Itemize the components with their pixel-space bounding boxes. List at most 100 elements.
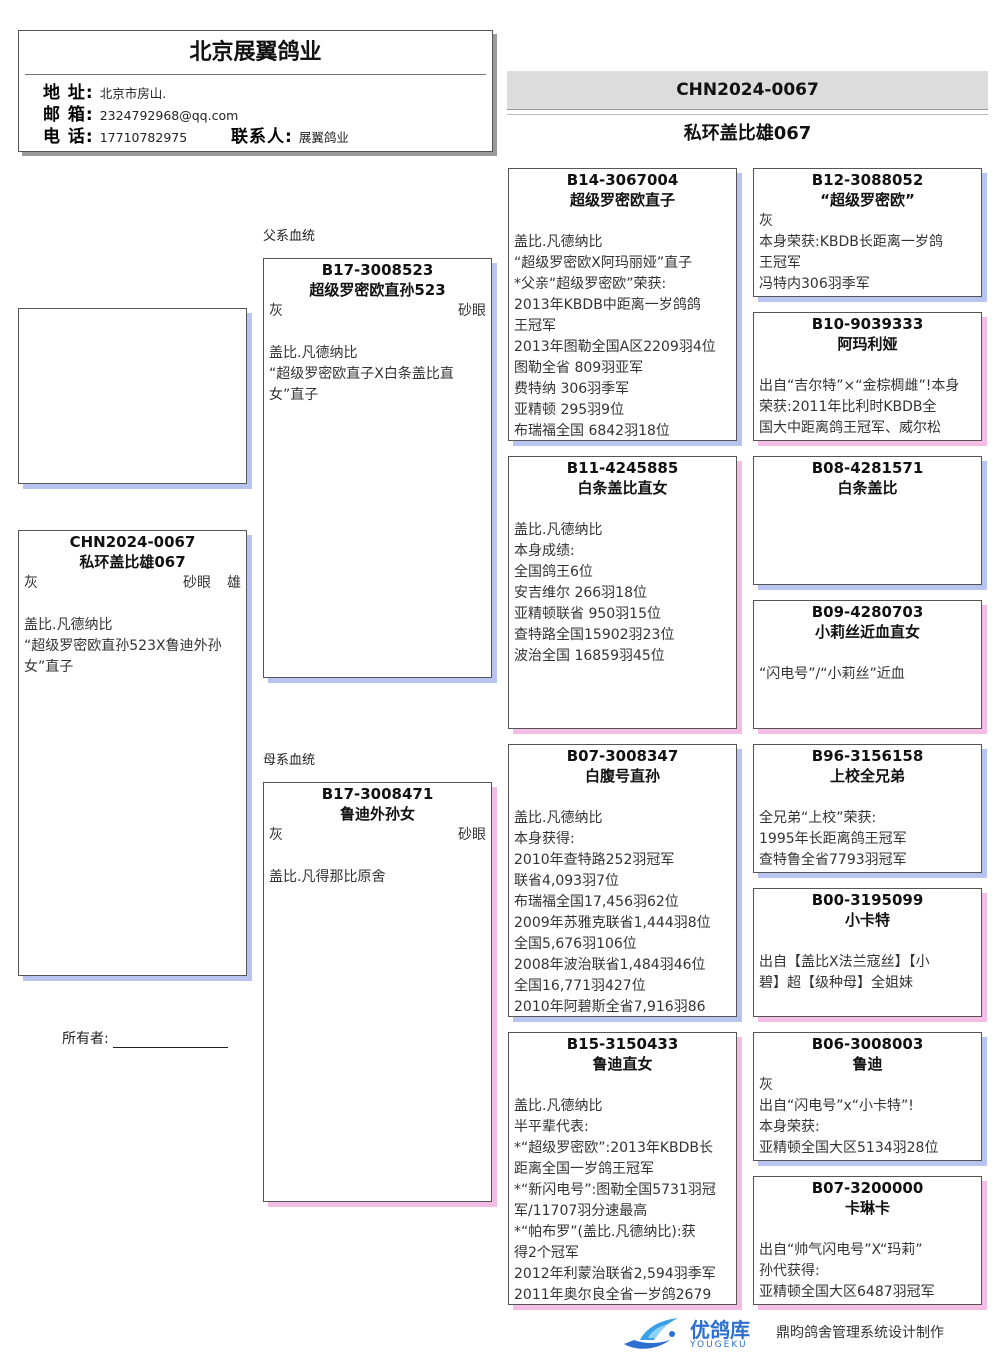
note-line: 全国鸽王6位 xyxy=(514,564,593,580)
note-line: 出自“吉尔特”×“金棕椆雌”!本身 xyxy=(759,378,960,394)
pigeon-notes: 出自【盖比X法兰寇丝】【小碧】超【级种母】全姐妹 xyxy=(754,952,981,994)
note-line: 2010年查特路252羽冠军 xyxy=(514,852,675,868)
phone-label: 电 话: xyxy=(43,127,94,147)
pigeon-ring: CHN2024-0067 xyxy=(69,533,196,551)
ddd-card: B07-3200000 卡琳卡 出自“帅气闪电号”X“玛莉”孙代获得:亚精顿全国… xyxy=(753,1176,982,1305)
note-line: 布瑞福全国17,456羽62位 xyxy=(514,894,679,910)
spacer xyxy=(754,643,981,664)
pigeon-name: 阿玛利娅 xyxy=(837,335,898,353)
title-ring: CHN2024-0067 xyxy=(507,71,988,110)
note-line: 盖比.凡德纳比 xyxy=(514,234,603,250)
note-line: 本身荣获: xyxy=(759,1119,820,1135)
address-value: 北京市房山. xyxy=(99,86,167,101)
dss-card: B96-3156158 上校全兄弟 全兄弟“上校”荣获:1995年长距离鸽王冠军… xyxy=(753,744,982,873)
email-value: 2324792968@qq.com xyxy=(99,108,239,123)
pigeon-ring: B09-4280703 xyxy=(811,603,924,621)
note-line: 本身成绩: xyxy=(514,543,575,559)
owner-label: 所有者: xyxy=(62,1031,109,1047)
sire-card: B17-3008523 超级罗密欧直孙523 灰 砂眼 盖比.凡德纳比“超级罗密… xyxy=(263,258,492,678)
note-line: 盖比.凡得那比原舍 xyxy=(269,869,386,885)
spacer xyxy=(509,787,736,808)
note-line: 女”直子 xyxy=(24,659,74,675)
note-line: 联省4,093羽7位 xyxy=(514,873,619,889)
phone-value: 17710782975 xyxy=(99,130,188,145)
logo-subtext: YOUGEKU xyxy=(690,1340,748,1350)
dds-card: B06-3008003 鲁迪 灰 出自“闪电号”x“小卡特”!本身荣获:亚精顿全… xyxy=(753,1032,982,1161)
note-line: 亚精顿联省 950羽15位 xyxy=(514,606,661,622)
sire-sire-card: B14-3067004 超级罗密欧直子 盖比.凡德纳比 “超级罗密欧X阿玛丽娅”直… xyxy=(508,168,737,441)
note-line: 图勒全省 809羽亚军 xyxy=(514,360,644,376)
note-line: 全国16,771羽427位 xyxy=(514,978,646,994)
note-line: 盖比.凡德纳比 xyxy=(269,345,358,361)
sire-dam-card: B11-4245885 白条盖比直女 盖比.凡德纳比本身成绩: 全国鸽王6位安吉维… xyxy=(508,456,737,729)
pigeon-ring: B10-9039333 xyxy=(811,315,924,333)
pigeon-name: 超级罗密欧直子 xyxy=(569,191,675,209)
note-line: “超级罗密欧直孙523X鲁迪外孙 xyxy=(24,638,222,654)
pigeon-name: “超级罗密欧” xyxy=(820,191,915,209)
note-line: 亚精顿 295羽9位 xyxy=(514,402,625,418)
note-line: 盖比.凡德纳比 xyxy=(514,522,603,538)
sire-line-label: 父系血统 xyxy=(263,229,316,244)
note-line: 2011年奥尔良全省一岁鸽2679 xyxy=(514,1287,712,1303)
spacer xyxy=(754,1219,981,1240)
attr-right: 砂眼雄 xyxy=(167,573,241,594)
note-line: 碧】超【级种母】全姐妹 xyxy=(759,975,913,991)
pigeon-name: 鲁迪外孙女 xyxy=(339,805,415,823)
note-line: 王冠军 xyxy=(514,318,556,334)
pigeon-notes: 盖比.凡德纳比半平辈代表:*“超级罗密欧”:2013年KBDB长距离全国一岁鸽王… xyxy=(509,1096,736,1304)
color-value: 灰 xyxy=(269,303,283,319)
note-line: 得2个冠军 xyxy=(514,1245,579,1261)
spacer xyxy=(754,355,981,376)
note-line: 1995年长距离鸽王冠军 xyxy=(759,831,907,847)
note-line: 出自“帅气闪电号”X“玛莉” xyxy=(759,1242,923,1258)
pigeon-ring: B17-3008471 xyxy=(321,785,434,803)
pigeon-name: 白条盖比直女 xyxy=(577,479,668,497)
sex-value: 雄 xyxy=(227,575,241,591)
email-label: 邮 箱: xyxy=(43,105,94,125)
note-line: 王冠军 xyxy=(759,255,801,271)
pigeon-notes: 盖比.凡德纳比“超级罗密欧X阿玛丽娅”直子*父亲“超级罗密欧”荣获:2013年K… xyxy=(509,232,736,440)
note-line: *“帕布罗”(盖比.凡德纳比):获 xyxy=(514,1224,696,1240)
pigeon-ring: B07-3008347 xyxy=(566,747,679,765)
note-line: 安吉维尔 266羽18位 xyxy=(514,585,647,601)
pigeon-ring: B14-3067004 xyxy=(566,171,679,189)
note-line: 全兄弟“上校”荣获: xyxy=(759,810,877,826)
note-line: 2010年阿碧斯全省7,916羽86 xyxy=(514,999,706,1015)
attr-row: 灰 砂眼 xyxy=(264,301,491,322)
attr-row: 灰 砂眼雄 xyxy=(19,573,246,594)
pigeon-notes: 盖比.凡德纳比“超级罗密欧直子X白条盖比直女”直子 xyxy=(264,343,491,406)
note-line: 半平辈代表: xyxy=(514,1119,589,1135)
pigeon-ring: B17-3008523 xyxy=(321,261,434,279)
note-line: 亚精顿全国大区6487羽冠军 xyxy=(759,1284,935,1300)
eye-value: 砂眼 xyxy=(458,827,486,843)
eye-value: 砂眼 xyxy=(458,303,486,319)
pigeon-name: 白腹号直孙 xyxy=(584,767,660,785)
note-line: 女”直子 xyxy=(269,387,319,403)
pigeon-name: 私环盖比雄067 xyxy=(79,553,186,571)
note-line: 亚精顿全国大区5134羽28位 xyxy=(759,1140,939,1156)
spacer xyxy=(509,499,736,520)
spacer xyxy=(509,211,736,232)
note-line: 孙代获得: xyxy=(759,1263,820,1279)
phone-row: 电 话: 17710782975 xyxy=(43,127,187,148)
note-line: “超级罗密欧X阿玛丽娅”直子 xyxy=(514,255,693,271)
pigeon-notes: “闪电号”/“小莉丝”近血 xyxy=(754,664,981,685)
ssd-card: B10-9039333 阿玛利娅 出自“吉尔特”×“金棕椆雌”!本身荣获:201… xyxy=(753,312,982,441)
pigeon-notes: 本身荣获:KBDB长距离一岁鸽王冠军冯特内306羽季军 xyxy=(754,232,981,295)
note-line: 军/11707羽分速最高 xyxy=(514,1203,648,1219)
note-line: 出自“闪电号”x“小卡特”! xyxy=(759,1098,914,1114)
note-line: 盖比.凡德纳比 xyxy=(24,617,113,633)
pigeon-ring: B00-3195099 xyxy=(811,891,924,909)
sdd-card: B09-4280703 小莉丝近血直女 “闪电号”/“小莉丝”近血 xyxy=(753,600,982,729)
pigeon-name: 鲁迪直女 xyxy=(592,1055,653,1073)
footer: 优鸽库 YOUGEKU 鼎昀鸽舍管理系统设计制作 xyxy=(620,1310,1000,1356)
email-row: 邮 箱: 2324792968@qq.com xyxy=(43,105,238,126)
note-line: 查特路全国15902羽23位 xyxy=(514,627,675,643)
pigeon-notes: 盖比.凡德纳比本身获得:2010年查特路252羽冠军联省4,093羽7位布瑞福全… xyxy=(509,808,736,1016)
logo-text: 优鸽库 xyxy=(690,1318,750,1342)
note-line: 盖比.凡德纳比 xyxy=(514,810,603,826)
note-line: 波治全国 16859羽45位 xyxy=(514,648,665,664)
note-line: 距离全国一岁鸽王冠军 xyxy=(514,1161,654,1177)
note-line: “闪电号”/“小莉丝”近血 xyxy=(759,666,905,682)
pigeon-ring: B11-4245885 xyxy=(566,459,679,477)
